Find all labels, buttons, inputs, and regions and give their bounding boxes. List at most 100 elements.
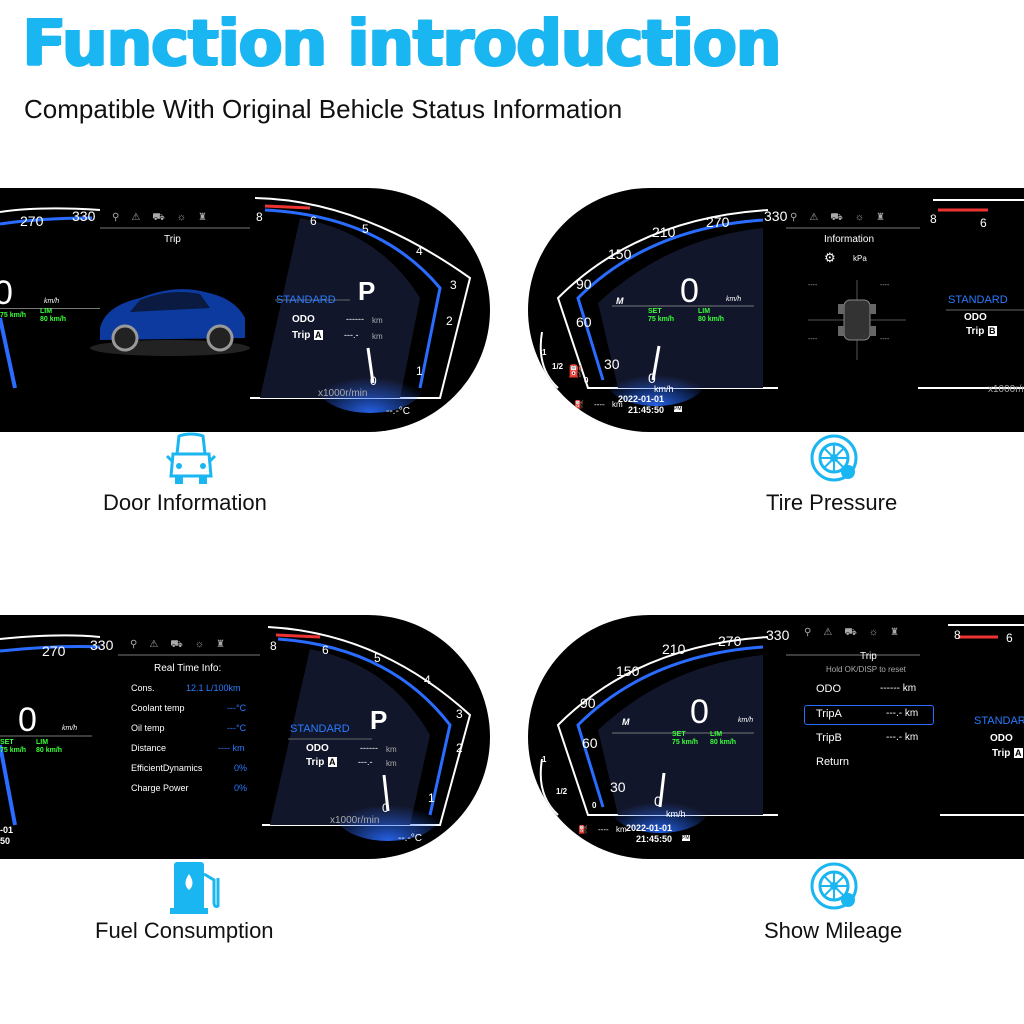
speed-tick: 270 xyxy=(42,643,66,659)
fuel-pump-small-icon: ⛽ xyxy=(568,364,583,378)
page-subtitle: Compatible With Original Behicle Status … xyxy=(24,94,623,124)
gauge-graphics xyxy=(0,197,472,413)
feature-caption: Show Mileage xyxy=(764,918,903,943)
car-image xyxy=(90,289,250,356)
rpm-tick: 1 xyxy=(428,791,435,805)
menu-row-label[interactable]: ODO xyxy=(816,683,842,695)
fuel-half: 1/2 xyxy=(552,362,564,371)
speed-tick: 30 xyxy=(604,356,620,372)
date: 2022-01-01 xyxy=(618,394,665,404)
info-row-value: ---- km xyxy=(218,743,245,753)
speed-tick: 150 xyxy=(616,663,640,679)
speed-tick: 60 xyxy=(576,314,592,330)
gauge-graphics xyxy=(539,624,1024,833)
range-icon: ⛽ xyxy=(578,825,588,834)
range-unit: km xyxy=(616,825,627,834)
rpm-tick: 6 xyxy=(322,643,329,657)
time: 21:45:50 xyxy=(628,405,665,415)
speed-tick: 0 xyxy=(648,370,656,386)
set-speed: 75 km/h xyxy=(0,312,27,319)
set-value: 75 km/h xyxy=(648,316,675,323)
time: 21:45:50 xyxy=(636,834,673,844)
speed-value: 0 xyxy=(680,272,699,310)
date: -01 xyxy=(0,825,14,835)
menu-title: Trip xyxy=(164,234,181,245)
tire-pressure-icon xyxy=(808,432,860,484)
lim-value: 80 km/h xyxy=(698,316,725,323)
range-icon: ⛽ xyxy=(574,400,584,409)
trip-value: ---.- xyxy=(358,757,373,767)
menu-row-label[interactable]: TripB xyxy=(816,732,842,744)
rpm-tick: 5 xyxy=(362,222,369,236)
rpm-unit: x1000r/min xyxy=(330,815,380,826)
info-row-label: Distance xyxy=(131,743,167,753)
menu-row-value: ---.- km xyxy=(886,732,919,743)
status-icons: ⚲⚠⛟☼♜ xyxy=(112,212,219,223)
info-row-value: ---°C xyxy=(227,703,247,713)
speed-value: 0 xyxy=(18,701,37,739)
speed-unit: km/h xyxy=(738,717,754,724)
date: 2022-01-01 xyxy=(626,823,673,833)
time-suffix: PM xyxy=(674,406,682,412)
menu-row-value: ------ km xyxy=(880,683,917,694)
odo-label: ODO xyxy=(990,733,1013,744)
drive-mode: STANDARD xyxy=(948,294,1008,306)
fuel-zero: 0 xyxy=(592,801,597,810)
range-unit: km xyxy=(612,400,623,409)
speed-tick: 330 xyxy=(90,637,114,653)
trip-value: ---.- xyxy=(344,330,359,340)
tire-fr: ---- xyxy=(880,282,890,289)
status-icons: ⚲⚠⛟☼♜ xyxy=(804,627,911,638)
speed-unit: km/h xyxy=(62,725,78,732)
menu-title: Information xyxy=(824,234,875,245)
feature-caption: Door Information xyxy=(103,490,267,515)
info-row-label: Cons. xyxy=(131,683,155,693)
trip-tag: A xyxy=(328,757,337,767)
car-door-icon xyxy=(165,432,217,488)
cluster-panel-fuel: 270 330 0 km/h SET 75 km/h LIM 80 km/h -… xyxy=(0,615,490,859)
time: 50 xyxy=(0,836,11,846)
lim-label: LIM xyxy=(36,739,49,746)
time-suffix: PM xyxy=(682,835,690,841)
rpm-tick: 8 xyxy=(256,210,263,224)
rpm-tick: 2 xyxy=(456,741,463,755)
speed-tick: 270 xyxy=(20,213,44,229)
info-row-label: Charge Power xyxy=(131,783,189,793)
speed-unit: km/h xyxy=(44,298,60,305)
speed-tick: 30 xyxy=(610,779,626,795)
speed-tick: 90 xyxy=(576,276,592,292)
gauge-graphics xyxy=(539,199,1024,406)
speed-tick: 270 xyxy=(718,633,742,649)
speed-tick: 210 xyxy=(652,224,676,240)
lim-label: LIM xyxy=(698,308,711,315)
info-row-label: EfficientDynamics xyxy=(131,763,203,773)
menu-title: Trip xyxy=(860,651,877,662)
status-icons: ⚲⚠⛟☼♜ xyxy=(130,639,237,650)
speed-unit-bottom: km/h xyxy=(666,809,686,819)
lim-value: 80 km/h xyxy=(36,747,63,754)
menu-row-label[interactable]: TripA xyxy=(816,708,842,720)
temperature: --.-°C xyxy=(398,833,422,844)
temperature: --.-°C xyxy=(386,406,410,417)
rpm-tick: 8 xyxy=(954,628,961,642)
drive-mode: STANDARD xyxy=(290,723,350,735)
trip-tag: A xyxy=(1014,748,1023,758)
rpm-tick: 4 xyxy=(416,244,423,258)
tire-fl: ---- xyxy=(808,282,818,289)
trip-unit: km xyxy=(386,759,397,768)
rpm-tick: 1 xyxy=(416,364,423,378)
trip-label: Trip xyxy=(306,757,325,768)
speed-tick: 0 xyxy=(654,793,662,809)
info-row-value: 0% xyxy=(234,783,248,793)
odo-value: ------ xyxy=(360,743,378,753)
rpm-tick: 0 xyxy=(370,374,377,388)
menu-hint: Hold OK/DISP to reset xyxy=(826,665,906,674)
menu-row-label[interactable]: Return xyxy=(816,756,850,768)
odo-unit: km xyxy=(372,316,383,325)
info-row-value: 12.1 L/100km xyxy=(186,683,241,693)
set-value: 75 km/h xyxy=(672,739,699,746)
speed-tick: 150 xyxy=(608,246,632,262)
speed-tick: 60 xyxy=(582,735,598,751)
speed-tick: 210 xyxy=(662,641,686,657)
cluster-panel-mileage: 330 270 210 150 90 60 30 0 M 0 km/h SET … xyxy=(528,615,1024,859)
